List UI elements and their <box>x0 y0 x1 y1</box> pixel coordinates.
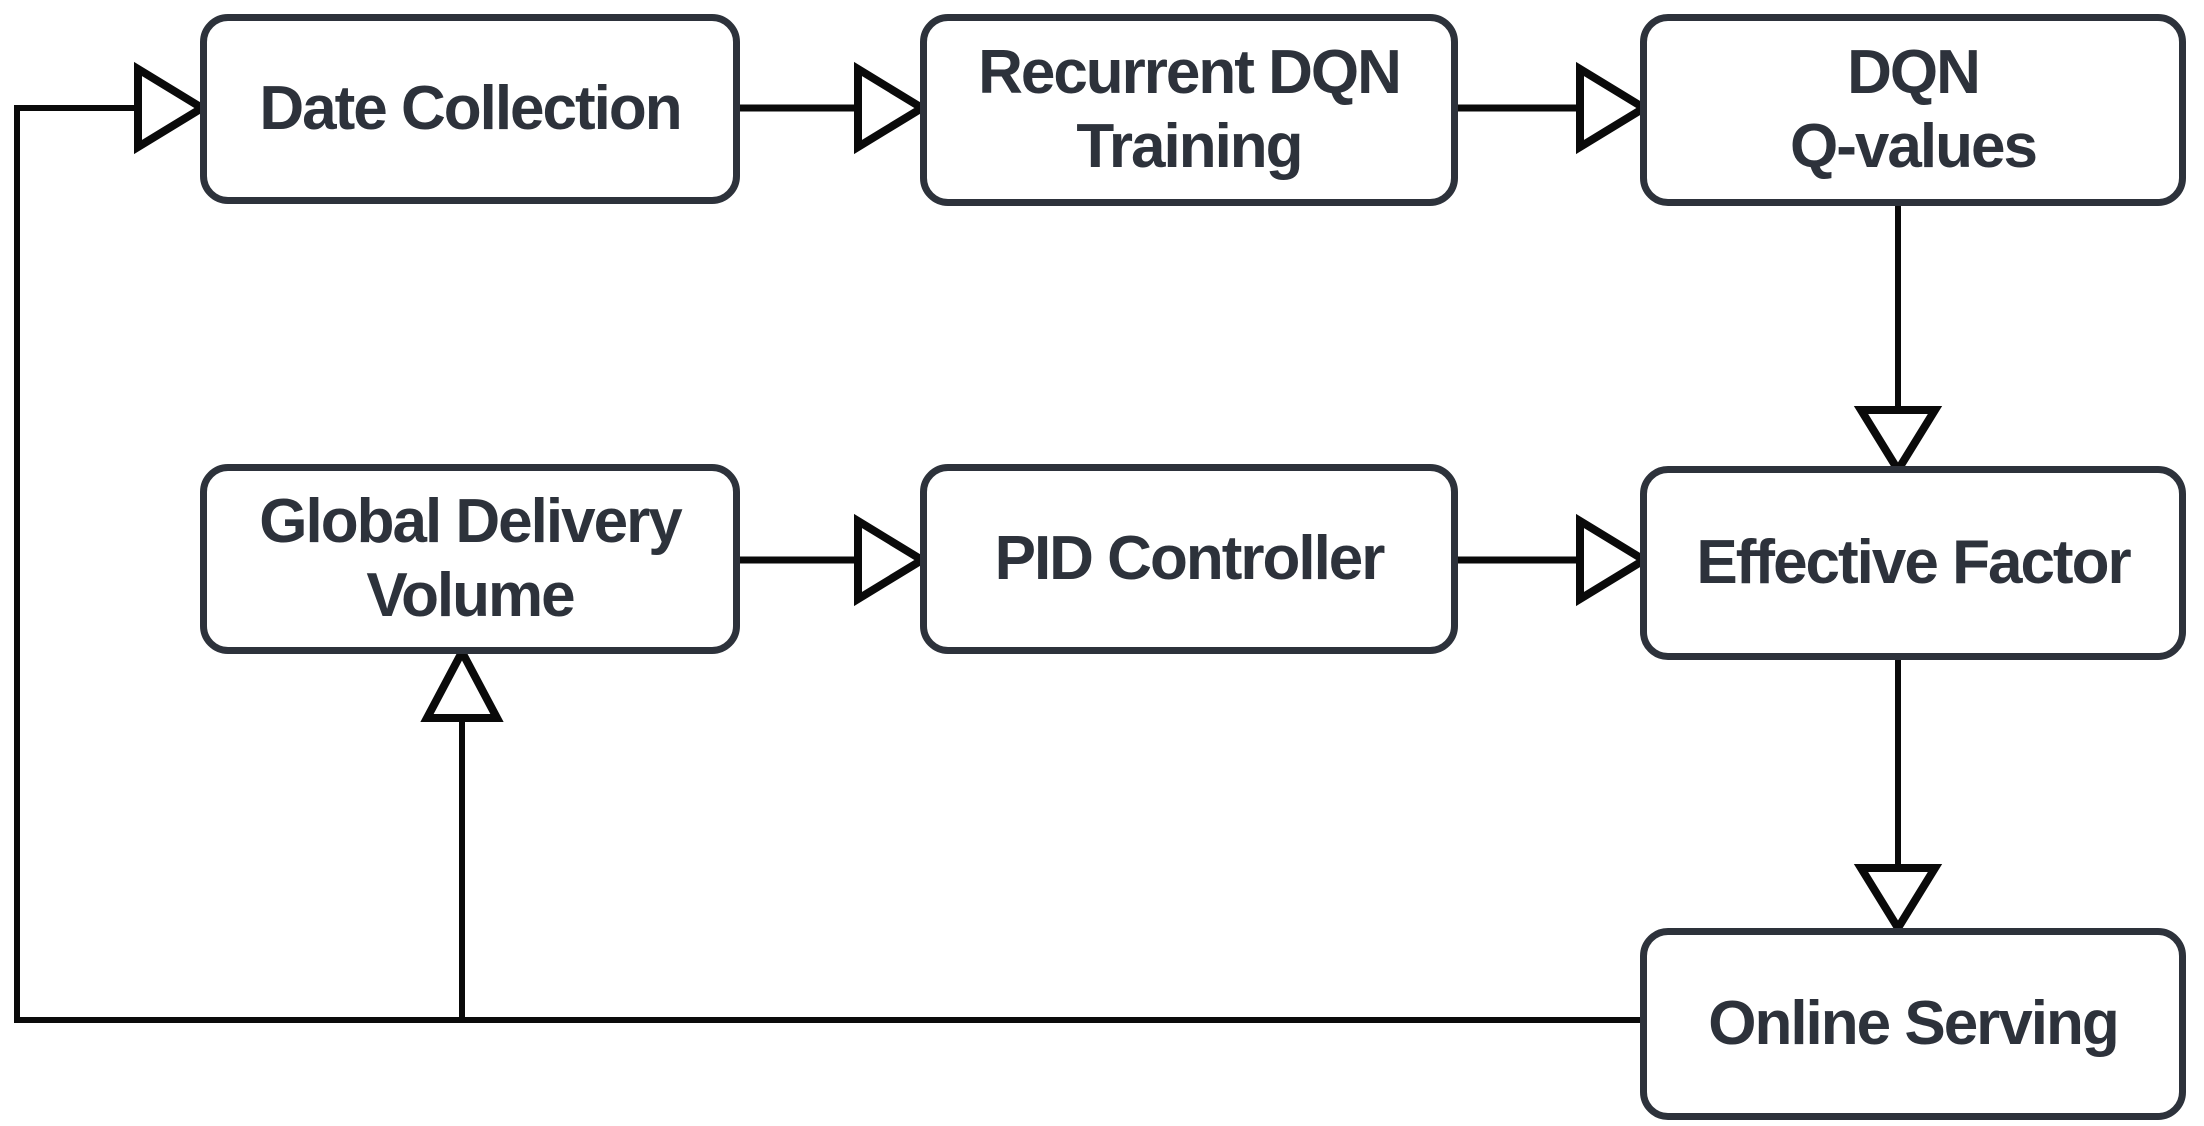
arrowhead-right-icon <box>854 513 930 607</box>
edge-recurrent-dqn-training-to-dqn-q-values <box>1458 61 1652 155</box>
node-label: Date Collection <box>259 73 682 143</box>
arrowhead-right-icon <box>1576 61 1652 155</box>
node-online-serving: Online Serving <box>1640 928 2186 1120</box>
node-pid-controller: PID Controller <box>920 464 1458 654</box>
node-recurrent-dqn-training: Recurrent DQN Training <box>920 14 1458 206</box>
edge-pid-controller-to-effective-factor <box>1458 513 1652 607</box>
node-effective-factor: Effective Factor <box>1640 466 2186 660</box>
edge-date-collection-to-recurrent-dqn-training <box>740 61 930 155</box>
node-label: PID Controller <box>994 523 1386 593</box>
edge-online-serving-to-global-delivery-volume <box>420 643 504 1020</box>
arrowhead-right-icon <box>134 61 210 155</box>
arrowhead-up-icon <box>420 643 504 722</box>
node-label: Effective Factor <box>1696 527 2131 597</box>
edge-online-serving-to-date-collection <box>14 61 1642 1023</box>
arrowhead-down-icon <box>1853 864 1943 936</box>
node-label: DQN Q-values <box>1790 37 2038 181</box>
node-label: Recurrent DQN Training <box>978 37 1402 181</box>
node-dqn-q-values: DQN Q-values <box>1640 14 2186 206</box>
edge-global-delivery-volume-to-pid-controller <box>740 513 930 607</box>
edge-dqn-q-values-to-effective-factor <box>1853 204 1943 478</box>
arrowhead-right-icon <box>1576 513 1652 607</box>
node-global-delivery-volume: Global Delivery Volume <box>200 464 740 654</box>
node-label: Global Delivery Volume <box>259 486 682 630</box>
arrowhead-right-icon <box>854 61 930 155</box>
edge-effective-factor-to-online-serving <box>1853 660 1943 936</box>
arrowhead-down-icon <box>1853 406 1943 478</box>
node-date-collection: Date Collection <box>200 14 740 204</box>
edge-line <box>14 105 1642 1023</box>
node-label: Online Serving <box>1708 988 2120 1058</box>
